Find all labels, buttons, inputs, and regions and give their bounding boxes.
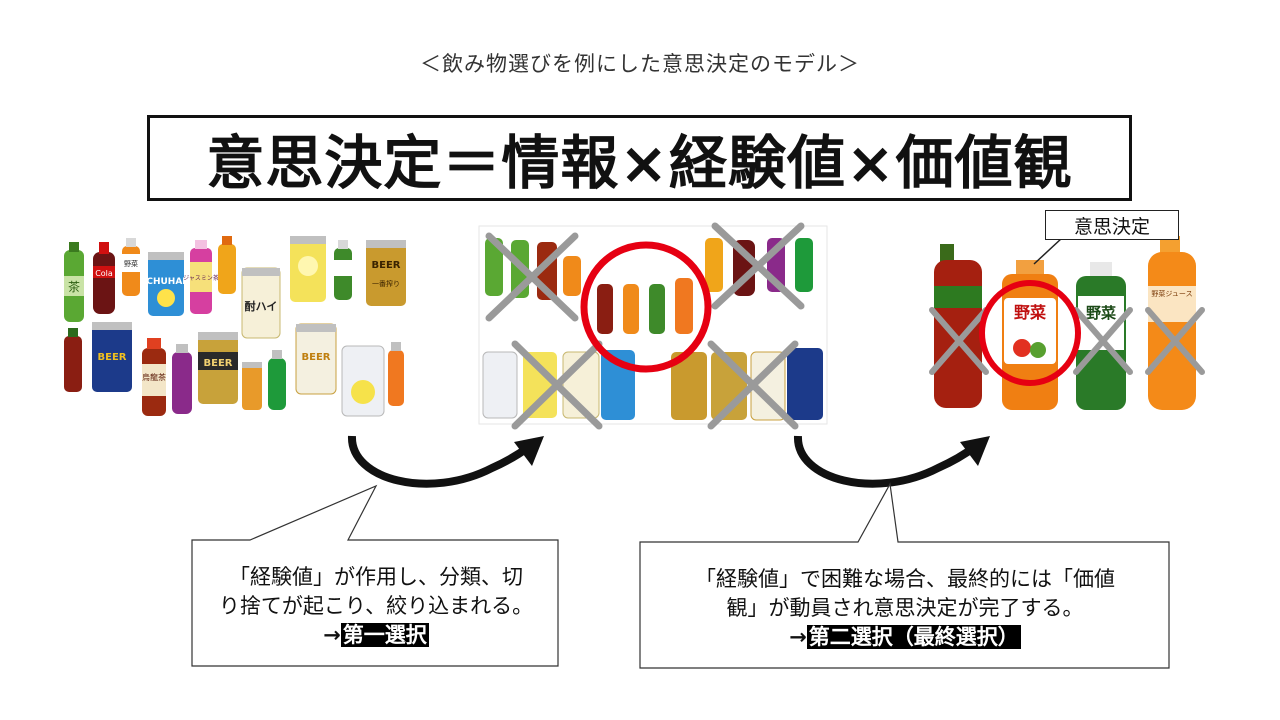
cross-mark xyxy=(711,222,805,310)
selection-circle xyxy=(580,241,712,373)
arrow-to-first-selection xyxy=(347,435,533,488)
white-chuhai-can: 酎ハイ xyxy=(241,267,281,339)
formula-text: 意思決定＝情報×経験値×価値観 xyxy=(206,129,1073,197)
selected-vegetable-juice: 野菜 xyxy=(1002,260,1058,410)
cola-bottle: Cola xyxy=(93,242,115,314)
decision-pointer-line xyxy=(1033,237,1063,265)
first-callout-text: 「経験値」が作用し、分類、切 り捨てが起こり、絞り込まれる。 →第一選択 xyxy=(196,563,556,650)
first-callout-line2: り捨てが起こり、絞り込まれる。 xyxy=(218,594,534,618)
second-callout-line3: →第二選択（最終選択） xyxy=(644,623,1166,652)
gold-beer-label: BEER xyxy=(204,358,233,369)
blue-beer-label: BEER xyxy=(98,352,127,363)
cross-mark xyxy=(485,232,579,322)
beer-ichiban-label: BEER xyxy=(372,260,401,271)
second-callout-line1: 「経験値」で困難な場合、最終的には「価値 xyxy=(695,567,1115,591)
rejection-crosses xyxy=(485,222,805,430)
cross-mark xyxy=(1145,307,1205,375)
oolong-tea-bottle: 烏龍茶 xyxy=(142,338,166,416)
jasmine-label: ジャスミン茶 xyxy=(183,274,219,282)
green-yasai-label: 野菜 xyxy=(1086,304,1116,322)
final-selection-circle xyxy=(979,280,1081,386)
formula-box: 意思決定＝情報×経験値×価値観 xyxy=(147,115,1132,201)
ichiban-beer-can: BEER 一番搾り xyxy=(366,240,406,306)
jasmine-tea-bottle: ジャスミン茶 xyxy=(183,240,219,314)
tomato-juice-bottle xyxy=(934,244,982,408)
oolong-label: 烏龍茶 xyxy=(142,372,166,382)
first-selection-illustration xyxy=(478,222,828,430)
second-callout-line2: 観」が動員され意思決定が完了する。 xyxy=(726,596,1084,620)
cola-label: Cola xyxy=(95,269,113,278)
yasai-small-label: 野菜 xyxy=(124,259,138,268)
white-beer-can: BEER xyxy=(295,323,337,395)
selected-vegetable-drinks xyxy=(597,278,693,334)
blue-beer-can: BEER xyxy=(92,322,132,392)
final-selection-illustration: 野菜 野菜 野菜ジュース xyxy=(929,236,1205,410)
first-callout-arrow: → xyxy=(323,623,341,647)
first-callout-box xyxy=(191,484,559,667)
vegetable-juice-small: 野菜 xyxy=(122,238,140,296)
green-vegetable-bottle xyxy=(334,240,352,300)
decision-label: 意思決定 xyxy=(1045,210,1179,240)
second-callout-text: 「経験値」で困難な場合、最終的には「価値 観」が動員され意思決定が完了する。 →… xyxy=(644,565,1166,652)
green-soda-bottle xyxy=(268,350,286,410)
arrow-head-first xyxy=(514,436,544,466)
chuhai-label: CHUHAI xyxy=(146,277,185,287)
tea-label: 茶 xyxy=(68,279,80,294)
second-callout-arrow: → xyxy=(789,625,807,649)
purple-bottle xyxy=(172,344,192,414)
cross-mark xyxy=(511,340,603,430)
cross-mark xyxy=(707,340,799,430)
first-callout-line1: 「経験値」が作用し、分類、切 xyxy=(229,565,523,589)
carrot-juice-bottle xyxy=(388,342,404,406)
gold-beer-can: BEER xyxy=(198,332,238,404)
lemon-chuhai-can-2 xyxy=(341,345,385,417)
decision-pointer xyxy=(1033,237,1063,265)
cross-mark xyxy=(929,307,989,375)
selected-yasai-label: 野菜 xyxy=(1014,303,1046,322)
lemon-chuhai-can xyxy=(290,236,326,302)
red-tea-bottle xyxy=(64,328,82,392)
chuhai-can: CHUHAI xyxy=(146,252,186,316)
diagram-subtitle: ＜飲み物選びを例にした意思決定のモデル＞ xyxy=(420,52,860,76)
second-callout-box xyxy=(639,482,1170,669)
arrow-to-final-selection xyxy=(793,435,979,488)
arrow-head-final xyxy=(960,436,990,466)
yasai-juice-label: 野菜ジュース xyxy=(1151,289,1192,298)
orange-tea-can xyxy=(242,362,262,410)
first-callout-line3: →第一選択 xyxy=(196,621,556,650)
white-beer-label: BEER xyxy=(302,352,331,363)
all-drinks-illustration: 茶 Cola 野菜 CHUHAI ジャスミン茶 xyxy=(64,236,406,417)
ichiban-label: 一番搾り xyxy=(372,279,400,288)
green-tea-bottle: 茶 xyxy=(64,242,84,322)
final-rejection-crosses xyxy=(929,307,1205,375)
orange-tea-bottle xyxy=(218,236,236,294)
first-selection-highlight: 第一選択 xyxy=(340,623,429,647)
chuhai-jp-label: 酎ハイ xyxy=(245,299,278,313)
second-selection-highlight: 第二選択（最終選択） xyxy=(806,625,1021,649)
cross-mark xyxy=(1073,307,1133,375)
